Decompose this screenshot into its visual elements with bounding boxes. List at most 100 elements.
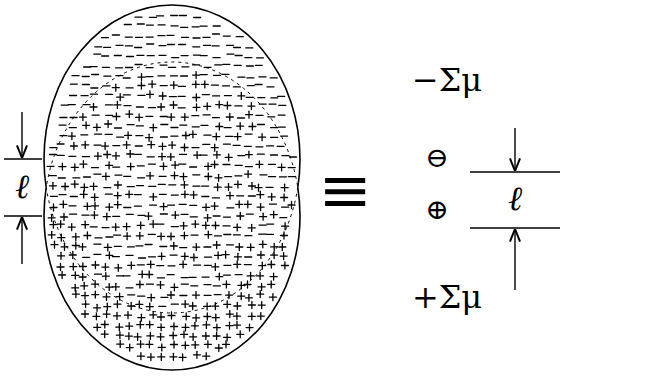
charge-sign-stroke bbox=[92, 115, 99, 116]
charge-sign-stroke bbox=[127, 132, 128, 139]
charge-sign-stroke bbox=[159, 55, 166, 56]
charge-sign-stroke bbox=[109, 252, 110, 259]
charge-sign-stroke bbox=[149, 271, 150, 278]
charge-sign-stroke bbox=[284, 184, 285, 191]
charge-sign-stroke bbox=[153, 124, 154, 131]
charge-sign-stroke bbox=[229, 192, 230, 199]
charge-sign-stroke bbox=[117, 136, 124, 137]
charge-sign-stroke bbox=[215, 222, 216, 229]
charge-sign-stroke bbox=[259, 76, 266, 77]
charge-sign-stroke bbox=[183, 222, 184, 229]
charge-sign-stroke bbox=[168, 204, 175, 205]
charge-sign-stroke bbox=[235, 105, 242, 106]
charge-sign-stroke bbox=[69, 127, 76, 128]
charge-sign-stroke bbox=[256, 146, 263, 147]
charge-sign-stroke bbox=[94, 53, 101, 54]
charge-sign-stroke bbox=[141, 74, 142, 81]
charge-sign-stroke bbox=[274, 243, 275, 250]
charge-sign-stroke bbox=[244, 264, 251, 265]
charge-sign-stroke bbox=[104, 187, 111, 188]
charge-sign-stroke bbox=[216, 151, 217, 158]
charge-sign-stroke bbox=[70, 83, 77, 84]
charge-sign-stroke bbox=[247, 201, 248, 208]
charge-sign-stroke bbox=[237, 195, 244, 196]
charge-sign-stroke bbox=[229, 322, 230, 329]
charge-sign-stroke bbox=[60, 264, 61, 271]
charge-sign-stroke bbox=[149, 107, 156, 108]
charge-sign-stroke bbox=[222, 74, 229, 75]
charge-sign-stroke bbox=[226, 334, 227, 341]
charge-sign-stroke bbox=[217, 252, 218, 259]
charge-sign-stroke bbox=[159, 176, 166, 177]
charge-sign-stroke bbox=[59, 194, 66, 195]
charge-sign-stroke bbox=[95, 274, 102, 275]
charge-sign-stroke bbox=[224, 274, 231, 275]
charge-sign-stroke bbox=[251, 224, 252, 231]
charge-sign-stroke bbox=[94, 202, 95, 209]
charge-sign-stroke bbox=[219, 123, 220, 130]
charge-sign-stroke bbox=[151, 294, 152, 301]
charge-sign-stroke bbox=[69, 156, 76, 157]
charge-sign-stroke bbox=[193, 37, 200, 38]
charge-sign-stroke bbox=[84, 282, 85, 289]
charge-sign-stroke bbox=[134, 154, 141, 155]
charge-sign-stroke bbox=[224, 95, 231, 96]
charge-sign-stroke bbox=[126, 67, 133, 68]
charge-sign-stroke bbox=[208, 173, 209, 180]
charge-sign-stroke bbox=[245, 166, 252, 167]
charge-sign-stroke bbox=[239, 201, 240, 208]
charge-sign-stroke bbox=[126, 214, 133, 215]
charge-sign-stroke bbox=[200, 55, 207, 56]
right-dimension bbox=[470, 128, 560, 290]
charge-sign-stroke bbox=[185, 301, 186, 308]
charge-sign-stroke bbox=[114, 235, 121, 236]
charge-sign-stroke bbox=[94, 212, 95, 219]
charge-sign-stroke bbox=[136, 37, 143, 38]
charge-sign-stroke bbox=[81, 134, 88, 135]
charge-sign-stroke bbox=[267, 145, 274, 146]
charge-sign-stroke bbox=[179, 15, 186, 16]
charge-sign-stroke bbox=[127, 56, 134, 57]
charge-sign-stroke bbox=[126, 255, 133, 256]
charge-sign-stroke bbox=[192, 115, 199, 116]
charge-sign-stroke bbox=[217, 184, 218, 191]
charge-sign-stroke bbox=[271, 154, 278, 155]
charge-sign-stroke bbox=[181, 284, 188, 285]
charge-sign-stroke bbox=[227, 207, 234, 208]
charge-sign-stroke bbox=[171, 136, 178, 137]
charge-sign-stroke bbox=[205, 257, 212, 258]
charge-sign-stroke bbox=[140, 222, 141, 229]
charge-sign-stroke bbox=[139, 281, 140, 288]
charge-sign-stroke bbox=[202, 276, 209, 277]
charge-sign-stroke bbox=[214, 203, 215, 210]
charge-sign-stroke bbox=[162, 93, 163, 100]
charge-sign-stroke bbox=[193, 174, 200, 175]
charge-sign-stroke bbox=[181, 75, 188, 76]
charge-sign-stroke bbox=[151, 141, 152, 148]
charge-sign-stroke bbox=[173, 341, 174, 348]
charge-sign-stroke bbox=[146, 116, 153, 117]
charge-sign-stroke bbox=[106, 213, 107, 220]
charge-sign-stroke bbox=[237, 181, 238, 188]
charge-sign-stroke bbox=[70, 95, 77, 96]
charge-sign-stroke bbox=[137, 264, 144, 265]
charge-sign-stroke bbox=[94, 281, 95, 288]
charge-sign-stroke bbox=[115, 152, 116, 159]
charge-sign-stroke bbox=[71, 133, 72, 140]
charge-sign-stroke bbox=[146, 284, 153, 285]
charge-sign-stroke bbox=[140, 353, 141, 360]
charge-sign-stroke bbox=[116, 45, 123, 46]
charge-sign-stroke bbox=[51, 231, 52, 238]
charge-sign-stroke bbox=[127, 312, 128, 319]
charge-sign-stroke bbox=[117, 201, 118, 208]
charge-sign-stroke bbox=[126, 87, 133, 88]
charge-sign-stroke bbox=[223, 164, 230, 165]
charge-sign-stroke bbox=[59, 124, 66, 125]
charge-sign-stroke bbox=[84, 176, 91, 177]
charge-sign-stroke bbox=[124, 176, 131, 177]
charge-sign-stroke bbox=[183, 173, 184, 180]
charge-sign-stroke bbox=[282, 155, 289, 156]
charge-sign-stroke bbox=[192, 333, 193, 340]
charge-sign-stroke bbox=[102, 55, 109, 56]
charge-sign-stroke bbox=[185, 324, 186, 331]
